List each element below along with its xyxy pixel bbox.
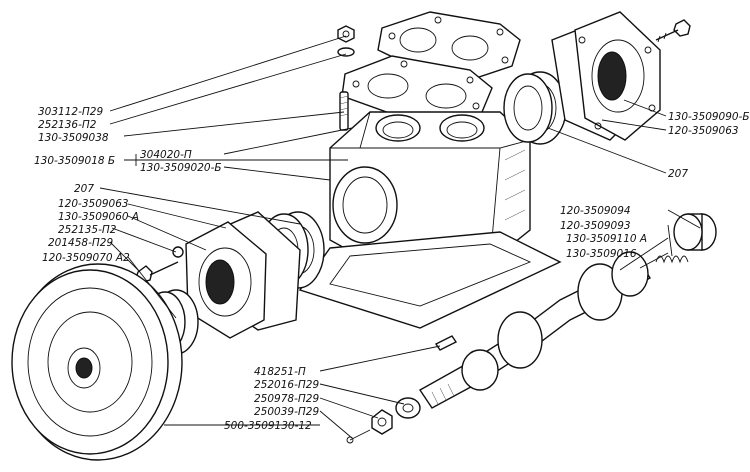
label-130-3509016: 130-3509016 xyxy=(566,248,637,260)
washer xyxy=(395,397,421,419)
label-120-3509063-right: 120-3509063 xyxy=(668,125,739,137)
label-418251-p: 418251-П xyxy=(254,366,306,378)
top-nut xyxy=(337,25,355,57)
spring xyxy=(655,255,689,264)
label-252136-p2: 252136-П2 xyxy=(38,119,97,131)
label-252016-p29: 252016-П29 xyxy=(254,379,319,391)
right-bolt xyxy=(655,19,691,43)
label-207-right: 207 xyxy=(668,168,688,180)
label-250039-p29: 250039-П29 xyxy=(254,406,319,418)
label-130-3509090-b: 130-3509090-Б xyxy=(668,111,750,123)
label-130-3509038: 130-3509038 xyxy=(38,132,109,144)
pulley xyxy=(11,263,183,461)
label-120-3509070-a2: 120-3509070 А2 xyxy=(42,252,130,264)
key xyxy=(434,335,458,351)
crankshaft xyxy=(418,251,651,409)
stud xyxy=(339,91,349,131)
label-252135-p2: 252135-П2 xyxy=(58,224,117,236)
label-120-3509094: 120-3509094 xyxy=(560,205,631,217)
label-130-3509018-b: 130-3509018 Б xyxy=(34,155,115,167)
right-bushing xyxy=(673,213,717,251)
right-bearing xyxy=(503,71,567,145)
label-130-3509110-a: 130-3509110 А xyxy=(566,233,647,245)
label-130-3509020-b: 130-3509020-Б xyxy=(140,162,222,174)
label-120-3509063-left: 120-3509063 xyxy=(58,198,129,210)
label-500-3509130-12: 500-3509130-12 xyxy=(224,420,312,432)
part-labels: 303112-П29 252136-П2 130-3509038 130-350… xyxy=(34,106,750,432)
castle-nut xyxy=(371,409,393,435)
label-120-3509093: 120-3509093 xyxy=(560,220,631,232)
label-303112-p29: 303112-П29 xyxy=(38,106,103,118)
right-cover xyxy=(574,11,661,141)
label-304020-p: 304020-П xyxy=(140,149,192,161)
cotter-pin xyxy=(346,429,371,444)
label-250978-p29: 250978-П29 xyxy=(254,393,319,405)
label-207-left: 207 xyxy=(74,183,94,195)
left-cover xyxy=(185,221,267,339)
label-130-3509060-a: 130-3509060 А xyxy=(58,211,139,223)
label-201458-p29: 201458-П29 xyxy=(48,237,113,249)
leader-lines xyxy=(99,35,701,439)
cylinder-block xyxy=(329,111,531,263)
